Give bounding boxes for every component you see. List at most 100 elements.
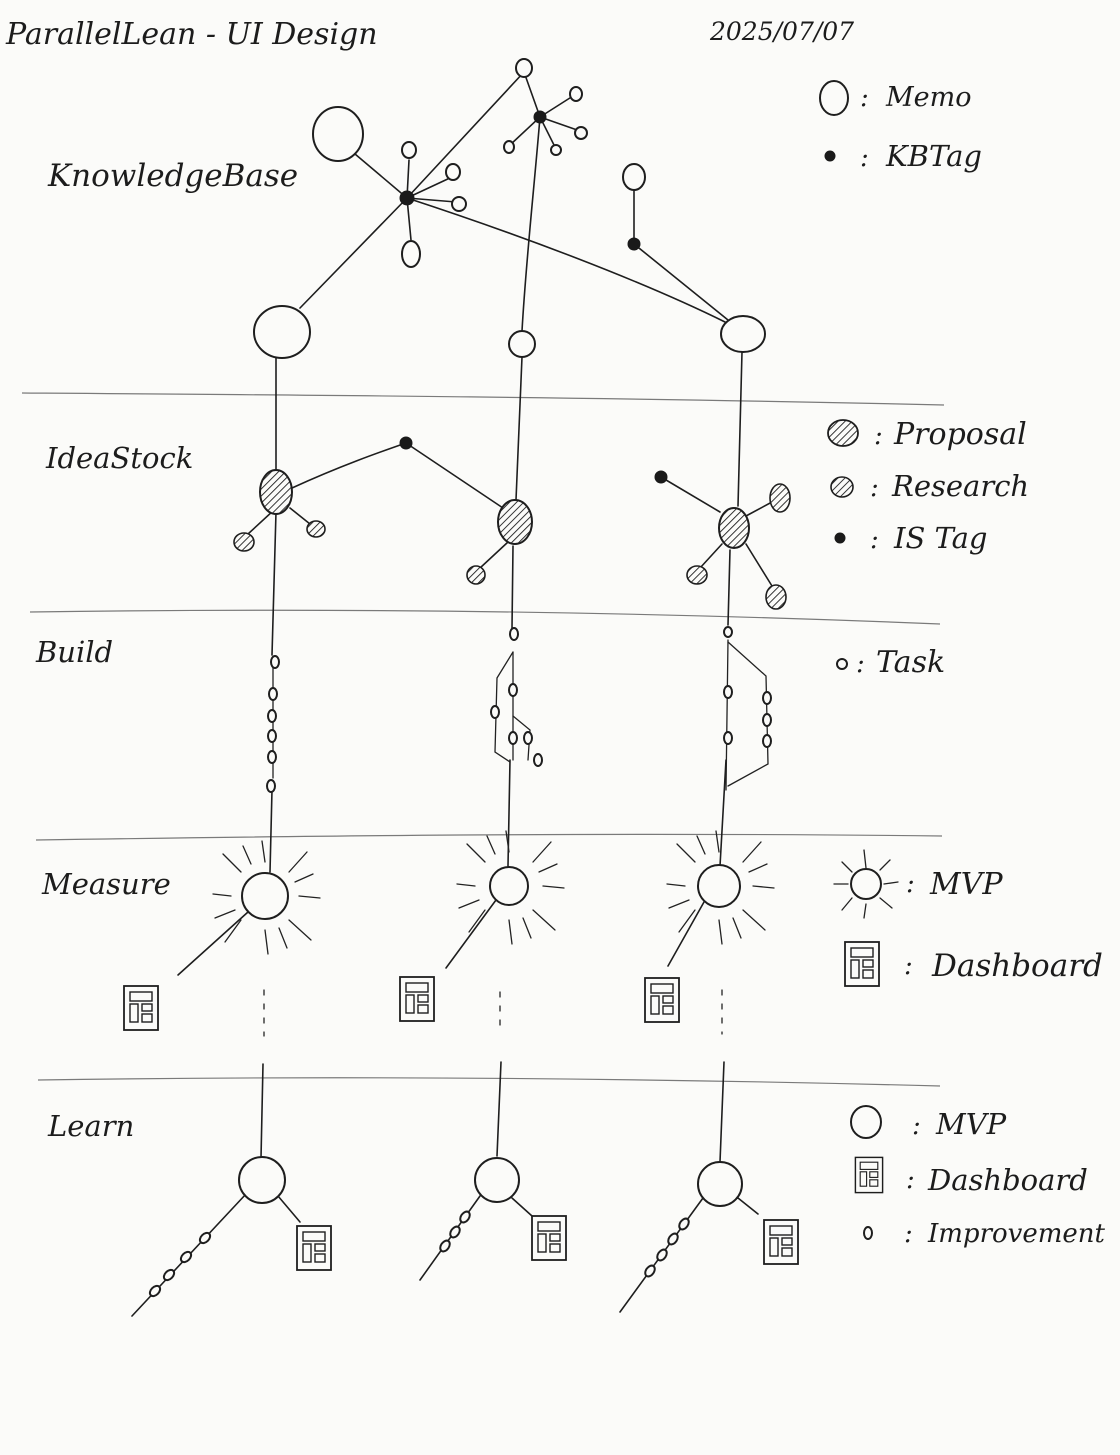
memo-node[interactable] xyxy=(312,106,364,162)
improvement-node[interactable] xyxy=(179,1250,193,1264)
task-node[interactable] xyxy=(762,734,772,748)
dashboard-node[interactable] xyxy=(531,1215,567,1261)
improvement-node[interactable] xyxy=(655,1248,668,1262)
memo-node[interactable] xyxy=(720,315,766,353)
task-node[interactable] xyxy=(266,779,276,793)
legend-sep: : xyxy=(874,421,883,451)
mvp-node[interactable] xyxy=(241,872,289,920)
legend-sep: : xyxy=(904,951,913,981)
dashboard-node[interactable] xyxy=(296,1225,332,1271)
kbtag-node[interactable] xyxy=(627,237,641,251)
improvement-node[interactable] xyxy=(448,1225,461,1239)
memo-node[interactable] xyxy=(508,330,536,358)
project-column-lines xyxy=(269,351,743,873)
mvp-node[interactable] xyxy=(697,864,741,908)
research-node[interactable] xyxy=(686,565,708,585)
mvp-node[interactable] xyxy=(697,1161,743,1207)
proposal-node[interactable] xyxy=(497,499,533,545)
improvement-node[interactable] xyxy=(666,1232,679,1246)
dashboard-node[interactable] xyxy=(123,985,159,1031)
legend-sep: : xyxy=(870,525,879,555)
proposal-node[interactable] xyxy=(718,507,750,549)
dashboard-icon xyxy=(854,1156,884,1194)
improvement-node[interactable] xyxy=(677,1217,690,1231)
memo-node[interactable] xyxy=(574,126,588,140)
legend-label-mvp: MVP xyxy=(935,1107,1007,1141)
task-node[interactable] xyxy=(533,753,543,767)
legend-label-proposal: Proposal xyxy=(893,417,1027,452)
task-node[interactable] xyxy=(508,731,518,745)
measure-graph xyxy=(123,830,775,1037)
research-icon xyxy=(830,476,854,498)
mvp-burst-icon xyxy=(833,849,899,919)
memo-node[interactable] xyxy=(569,86,583,102)
memo-node[interactable] xyxy=(515,58,533,78)
improvement-node[interactable] xyxy=(458,1210,471,1224)
legend-sep: : xyxy=(860,83,869,113)
idea-stock-graph xyxy=(233,436,791,610)
task-node[interactable] xyxy=(723,731,733,745)
task-node[interactable] xyxy=(723,685,733,699)
improvement-node[interactable] xyxy=(438,1239,451,1253)
task-node[interactable] xyxy=(267,709,277,723)
section-label-measure: Measure xyxy=(41,867,171,901)
memo-node[interactable] xyxy=(550,144,562,156)
research-node[interactable] xyxy=(233,532,255,552)
legend-idea-stock: : Proposal : Research : IS Tag xyxy=(827,417,1029,555)
improvement-node[interactable] xyxy=(643,1264,656,1278)
separator-build-measure xyxy=(35,833,943,841)
mvp-node[interactable] xyxy=(474,1157,520,1203)
legend-label-mvp: MVP xyxy=(929,867,1003,902)
task-node[interactable] xyxy=(762,713,772,727)
legend-knowledge-base: : Memo : KBTag xyxy=(819,80,982,173)
legend-learn: : MVP : Dashboard : Improvement xyxy=(850,1105,1106,1249)
task-node[interactable] xyxy=(508,683,518,697)
legend-label-istag: IS Tag xyxy=(893,521,988,555)
dashboard-node[interactable] xyxy=(763,1219,799,1265)
separator-ideastock-build xyxy=(29,609,941,625)
kbtag-node[interactable] xyxy=(399,190,415,206)
improvement-node[interactable] xyxy=(148,1284,162,1298)
improvement-node[interactable] xyxy=(198,1231,212,1245)
task-node[interactable] xyxy=(523,731,533,745)
improvement-node[interactable] xyxy=(162,1268,176,1282)
memo-node[interactable] xyxy=(451,196,467,212)
istag-node[interactable] xyxy=(654,470,668,484)
memo-node[interactable] xyxy=(445,163,461,181)
istag-node[interactable] xyxy=(399,436,413,450)
separator-measure-learn xyxy=(37,1077,941,1087)
task-node[interactable] xyxy=(268,687,278,701)
research-node[interactable] xyxy=(765,584,787,610)
mvp-node[interactable] xyxy=(238,1156,286,1204)
task-node[interactable] xyxy=(267,750,277,764)
memo-node[interactable] xyxy=(622,163,646,191)
research-node[interactable] xyxy=(466,565,486,585)
section-label-knowledge-base: KnowledgeBase xyxy=(47,158,298,194)
task-icon xyxy=(836,658,848,670)
mvp-node[interactable] xyxy=(489,866,529,906)
task-node[interactable] xyxy=(762,691,772,705)
research-node[interactable] xyxy=(306,520,326,538)
dashboard-node[interactable] xyxy=(644,977,680,1023)
kbtag-icon xyxy=(824,150,836,162)
memo-node[interactable] xyxy=(401,240,421,268)
proposal-node[interactable] xyxy=(259,469,293,515)
task-node[interactable] xyxy=(509,627,519,641)
dashboard-icon xyxy=(844,941,880,987)
mvp-icon xyxy=(850,1105,882,1139)
legend-sep: : xyxy=(856,649,865,679)
memo-node[interactable] xyxy=(253,305,311,359)
task-node[interactable] xyxy=(270,655,280,669)
memo-node[interactable] xyxy=(401,141,417,159)
task-node[interactable] xyxy=(267,729,277,743)
dashboard-node[interactable] xyxy=(399,976,435,1022)
research-node[interactable] xyxy=(769,483,791,513)
istag-icon xyxy=(834,532,846,544)
memo-node[interactable] xyxy=(503,140,515,154)
page-title: ParallelLean - UI Design xyxy=(5,17,378,52)
task-node[interactable] xyxy=(723,626,733,638)
task-node[interactable] xyxy=(490,705,500,719)
build-graph xyxy=(266,626,772,793)
kbtag-node[interactable] xyxy=(533,110,547,124)
